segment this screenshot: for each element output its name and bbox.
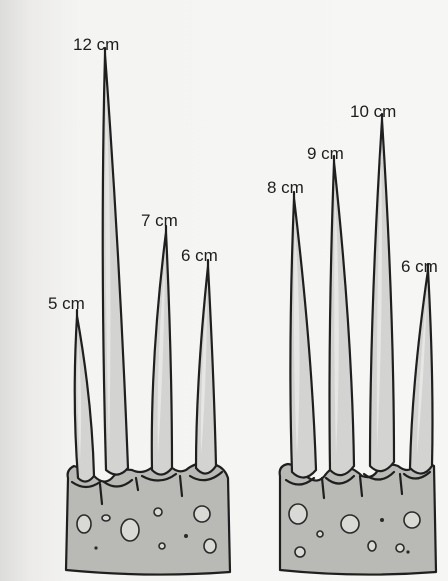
- spike-label: 5 cm: [48, 294, 85, 313]
- spike-9cm: [330, 162, 355, 475]
- spike-label: 7 cm: [141, 211, 178, 230]
- spike-label: 10 cm: [350, 102, 396, 121]
- left-pore: [154, 508, 162, 516]
- spike-10cm: [370, 120, 394, 471]
- left-pore: [204, 539, 216, 553]
- spike-label: 6 cm: [401, 257, 438, 276]
- spike-6cm-left: [196, 266, 216, 474]
- spike-label: 9 cm: [307, 144, 344, 163]
- spike-label: 12 cm: [73, 35, 119, 54]
- left-pore: [194, 506, 210, 522]
- right-pore: [289, 504, 307, 524]
- left-pore: [159, 543, 165, 549]
- left-dot: [184, 534, 188, 538]
- spike-label: 6 cm: [181, 246, 218, 265]
- right-spike-group: 8 cm 9 cm 10 cm 6 cm: [267, 102, 438, 575]
- right-pore: [404, 512, 420, 528]
- right-dot: [380, 518, 384, 522]
- left-spike-group: 5 cm 12 cm 7 cm 6 cm: [48, 35, 230, 575]
- right-pore: [295, 547, 305, 557]
- right-pore: [341, 515, 359, 533]
- right-dot: [406, 550, 409, 553]
- right-pore: [317, 531, 323, 537]
- spike-label: 8 cm: [267, 178, 304, 197]
- right-pore: [396, 544, 404, 552]
- left-pore: [102, 515, 110, 521]
- left-pore: [121, 519, 139, 541]
- left-pore: [77, 515, 91, 533]
- right-pore: [368, 541, 376, 551]
- left-dot: [94, 546, 97, 549]
